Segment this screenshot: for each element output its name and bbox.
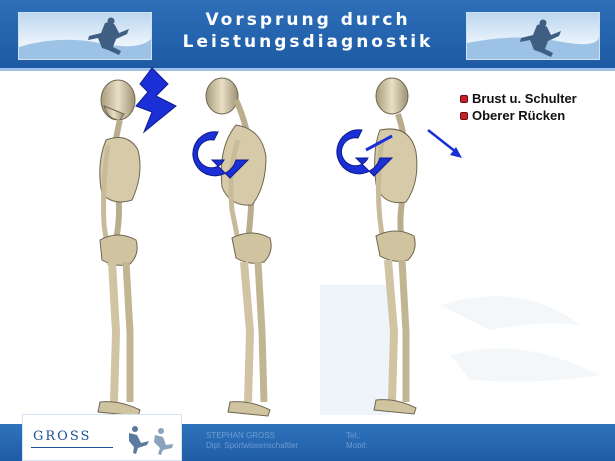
skeleton-upright [98, 80, 140, 416]
footer-name: STEPHAN GROSS [206, 431, 298, 441]
footer-tel-label: Tel.: [346, 431, 367, 441]
logo-underline [31, 447, 113, 448]
footer-contact-labels: Tel.: Mobil: [346, 431, 367, 451]
logo-text: GROSS [33, 429, 91, 444]
footer-logo: GROSS [22, 414, 182, 461]
footer-role: Dipl. Sportwissenschaftler [206, 441, 298, 451]
skeleton-corrected [374, 78, 417, 414]
direction-arrow-icon [428, 130, 462, 158]
lightning-icon [136, 68, 176, 132]
runner-icon [119, 423, 175, 455]
footer-contact-name: STEPHAN GROSS Dipl. Sportwissenschaftler [206, 431, 298, 451]
skeleton-flexed [206, 78, 271, 416]
footer-mobil-label: Mobil: [346, 441, 367, 451]
